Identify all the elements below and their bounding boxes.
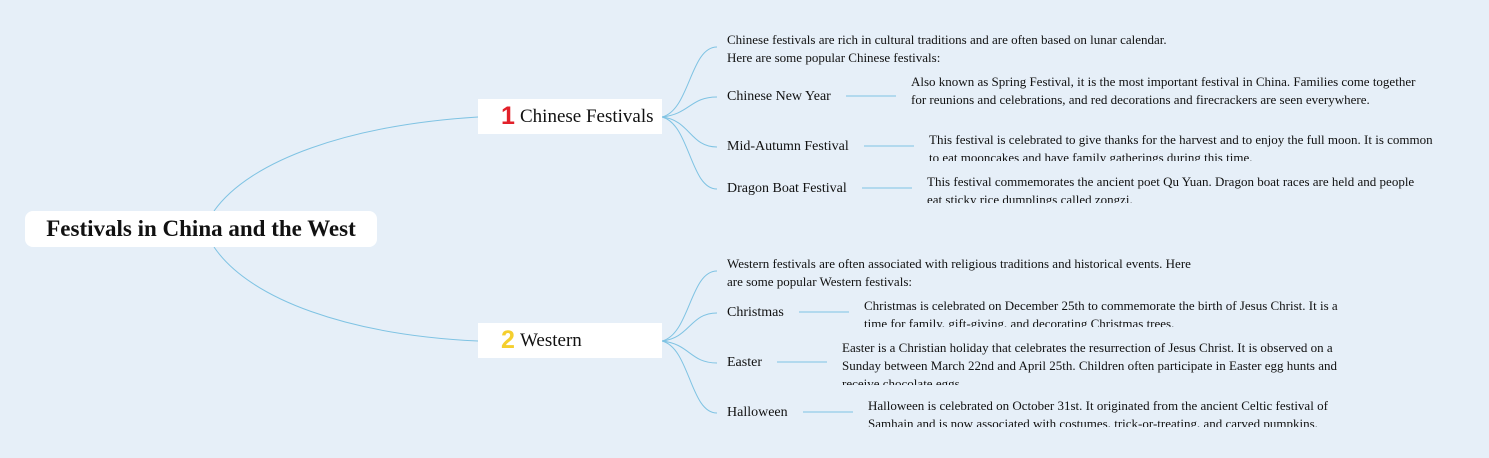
link-b2-item3 — [661, 340, 718, 414]
topic-mid-autumn-festival[interactable]: Mid-Autumn Festival — [727, 139, 849, 154]
link-root-branch2 — [213, 246, 479, 342]
desc-christmas: Christmas is celebrated on December 25th… — [864, 298, 1338, 327]
branch-label: Chinese Festivals — [520, 105, 654, 127]
chinese-intro: Chinese festivals are rich in cultural t… — [727, 32, 1167, 65]
desc-chinese-new-year: Also known as Spring Festival, it is the… — [911, 74, 1416, 107]
number-2-icon: 2 — [501, 326, 515, 354]
link-b2-item2 — [661, 340, 718, 364]
number-1-icon: 1 — [501, 102, 515, 130]
topic-easter[interactable]: Easter — [727, 355, 762, 370]
branch-western[interactable]: 2 Western — [478, 323, 662, 358]
topic-halloween[interactable]: Halloween — [727, 405, 788, 420]
branch-label: Western — [520, 329, 582, 351]
link-b1-item3 — [661, 116, 718, 190]
link-b2-intro — [661, 270, 718, 342]
link-b1-item1 — [661, 96, 718, 118]
topic-dragon-boat-festival[interactable]: Dragon Boat Festival — [727, 181, 847, 196]
link-b1-item2 — [661, 116, 718, 148]
desc-mid-autumn-festival: This festival is celebrated to give than… — [929, 132, 1433, 161]
link-root-branch1 — [213, 116, 479, 212]
western-intro: Western festivals are often associated w… — [727, 256, 1191, 289]
desc-halloween: Halloween is celebrated on October 31st.… — [868, 398, 1328, 427]
branch-chinese-festivals[interactable]: 1 Chinese Festivals — [478, 99, 662, 134]
topic-chinese-new-year[interactable]: Chinese New Year — [727, 89, 831, 104]
root-title: Festivals in China and the West — [46, 216, 356, 241]
desc-easter: Easter is a Christian holiday that celeb… — [842, 340, 1337, 385]
root-topic[interactable]: Festivals in China and the West — [25, 211, 377, 247]
link-b2-item1 — [661, 312, 718, 342]
link-b1-intro — [661, 46, 718, 118]
topic-christmas[interactable]: Christmas — [727, 305, 784, 320]
desc-dragon-boat-festival: This festival commemorates the ancient p… — [927, 174, 1415, 203]
